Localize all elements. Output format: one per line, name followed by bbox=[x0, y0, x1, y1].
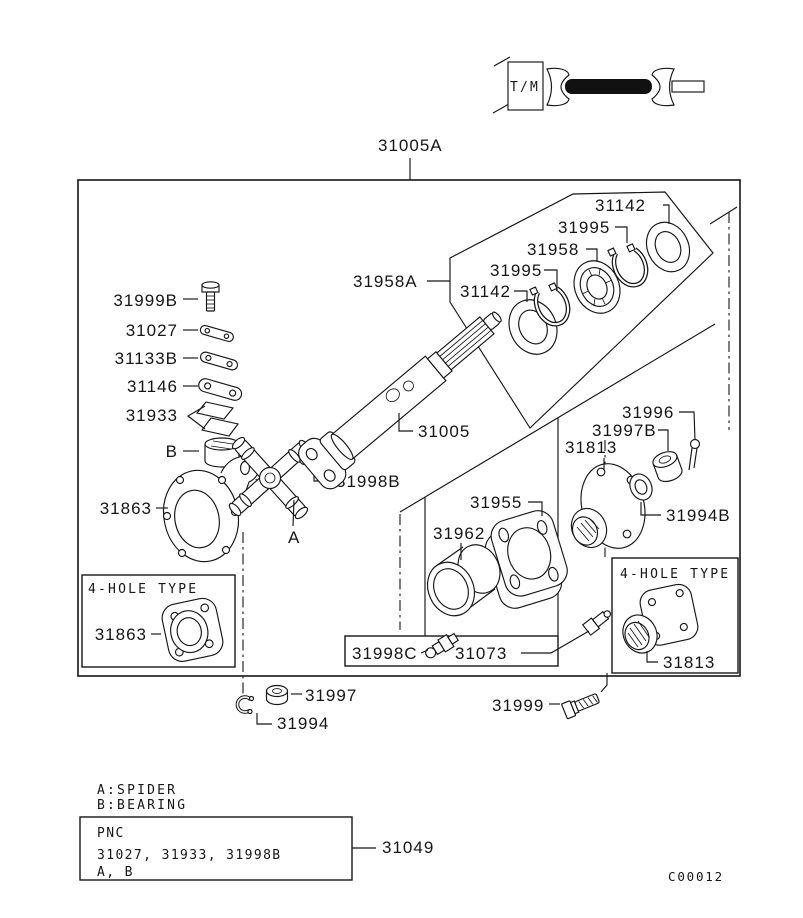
main-border bbox=[77, 179, 741, 677]
label-31073-group: 31073 bbox=[455, 630, 590, 663]
legend-spider: A:SPIDER bbox=[97, 783, 177, 798]
strap-31146-drawing bbox=[198, 378, 243, 401]
tm-box bbox=[507, 61, 544, 111]
snap-ring-31995-near-drawing bbox=[529, 282, 571, 327]
washer-31994b-drawing bbox=[629, 473, 653, 501]
label-31863-main-group: 31863 bbox=[100, 499, 168, 518]
snap-ring-31994-drawing bbox=[235, 695, 255, 715]
label-31863-main: 31863 bbox=[100, 499, 152, 518]
label-31997: 31997 bbox=[305, 686, 357, 705]
label-31994b-group: 31994B bbox=[640, 502, 731, 525]
propeller-shaft-bar bbox=[565, 79, 652, 94]
label-31962: 31962 bbox=[433, 524, 485, 543]
seal-kit-enclosure bbox=[449, 191, 714, 429]
label-31998c-group: 31998C bbox=[352, 644, 429, 663]
four-hole-left-part-label: 31863 bbox=[95, 625, 147, 644]
label-31813-main: 31813 bbox=[565, 438, 617, 457]
label-31998b: 31998B bbox=[336, 472, 401, 491]
pnc-box: PNC 31027, 31933, 31998B A, B 31049 bbox=[79, 816, 434, 881]
label-31997-group: 31997 bbox=[291, 686, 357, 705]
propeller-shaft-31005-drawing bbox=[298, 311, 502, 490]
label-31005: 31005 bbox=[418, 422, 470, 441]
label-31994: 31994 bbox=[277, 714, 329, 733]
pnc-marker-line: A, B bbox=[97, 865, 134, 880]
label-31995-near: 31995 bbox=[490, 261, 542, 280]
seal-31142-near-drawing bbox=[508, 299, 558, 355]
legend: A:SPIDER B:BEARING bbox=[97, 783, 187, 813]
legend-bearing: B:BEARING bbox=[97, 798, 187, 813]
drawing-code: C00012 bbox=[668, 869, 724, 884]
bolt-31999-drawing bbox=[561, 693, 600, 720]
transmission-schematic: T/M bbox=[492, 56, 705, 114]
bolt-31999b-drawing bbox=[201, 281, 220, 312]
four-hole-right-box: 4-HOLE TYPE 31813 bbox=[611, 557, 739, 674]
label-31146: 31146 bbox=[127, 377, 178, 396]
label-31955-group: 31955 bbox=[470, 493, 543, 516]
nut-31997b-drawing bbox=[652, 451, 683, 483]
label-31933: 31933 bbox=[126, 406, 178, 425]
label-31142-near: 31142 bbox=[460, 282, 511, 301]
label-31133b: 31133B bbox=[115, 349, 178, 368]
label-31958: 31958 bbox=[527, 240, 579, 259]
label-31994b: 31994B bbox=[666, 506, 731, 525]
spider-marker-group: A bbox=[288, 499, 300, 547]
nut-31997-drawing bbox=[265, 684, 289, 706]
label-31999b: 31999B bbox=[113, 291, 178, 310]
label-31994-group: 31994 bbox=[256, 713, 329, 733]
label-31962-group: 31962 bbox=[433, 524, 485, 560]
label-31027: 31027 bbox=[126, 321, 178, 340]
yoke-glyph-right bbox=[651, 67, 675, 107]
four-hole-left-box: 4-HOLE TYPE 31863 bbox=[81, 574, 236, 668]
label-31049: 31049 bbox=[382, 838, 434, 857]
four-hole-right-part-label: 31813 bbox=[663, 653, 715, 672]
bearing-31958-drawing bbox=[573, 260, 621, 314]
seal-31142-far-drawing bbox=[645, 221, 691, 273]
label-31996: 31996 bbox=[622, 403, 674, 422]
label-31958a: 31958A bbox=[353, 272, 418, 291]
tm-label: T/M bbox=[510, 80, 540, 95]
label-31997b: 31997B bbox=[592, 421, 657, 440]
label-31073: 31073 bbox=[455, 644, 507, 663]
label-31995-far: 31995 bbox=[558, 218, 610, 237]
label-31996-group: 31996 bbox=[622, 403, 696, 441]
label-31005a: 31005A bbox=[378, 136, 443, 155]
left-column-labels: 31999B 31027 31133B 31146 31933 B bbox=[113, 291, 206, 461]
strap-31027-drawing bbox=[199, 324, 234, 343]
spider-drawing bbox=[228, 436, 312, 520]
label-31955: 31955 bbox=[470, 493, 522, 512]
four-hole-flange-31863-drawing bbox=[161, 597, 224, 662]
label-spider-a: A bbox=[288, 528, 300, 547]
snap-ring-31995-far-drawing bbox=[607, 243, 649, 288]
pnc-heading: PNC bbox=[97, 826, 125, 841]
four-hole-right-title: 4-HOLE TYPE bbox=[620, 567, 730, 582]
label-31999: 31999 bbox=[492, 696, 544, 715]
assembly-callout: 31005A bbox=[378, 136, 443, 180]
flange-yoke-31863-drawing bbox=[162, 455, 259, 563]
main-frame bbox=[77, 179, 741, 696]
flange-31813-drawing bbox=[570, 463, 646, 549]
four-hole-left-title: 4-HOLE TYPE bbox=[88, 582, 198, 597]
plug-31073-drawing bbox=[581, 610, 612, 636]
label-31005-group: 31005 bbox=[398, 413, 470, 441]
four-hole-flange-31813-drawing bbox=[622, 583, 699, 654]
flange-plate-31955-drawing bbox=[484, 510, 568, 609]
shaft-stub bbox=[671, 80, 705, 93]
grease-nipple-31998c-drawing bbox=[425, 632, 460, 659]
label-31997b-group: 31997B bbox=[592, 421, 669, 451]
dust-cover-31962-drawing bbox=[426, 544, 501, 617]
label-31998c: 31998C bbox=[352, 644, 418, 663]
yoke-glyph-left bbox=[546, 67, 570, 107]
label-31813-main-group: 31813 bbox=[565, 438, 617, 470]
shims-31933-drawing bbox=[195, 401, 239, 437]
label-bearing-b: B bbox=[166, 442, 178, 461]
strap-31133b-drawing bbox=[199, 351, 239, 371]
seal-kit-labels: 31958A 31142 31995 31958 31995 31142 bbox=[353, 196, 670, 302]
label-31999-group: 31999 bbox=[492, 673, 608, 715]
pnc-parts-line: 31027, 31933, 31998B bbox=[97, 848, 282, 863]
label-31142-far: 31142 bbox=[595, 196, 646, 215]
cotter-pin-31996-drawing bbox=[688, 438, 701, 471]
